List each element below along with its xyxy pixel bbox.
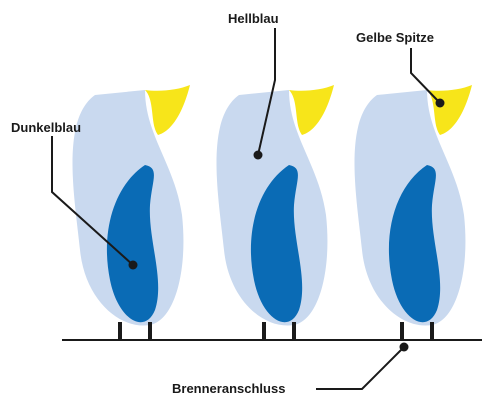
dot-hellblau [254, 151, 263, 160]
leader-brenneranschluss [316, 347, 404, 389]
label-hellblau: Hellblau [228, 11, 279, 26]
flame-middle [217, 85, 335, 340]
label-gelbe-spitze: Gelbe Spitze [356, 30, 434, 45]
flame-left [73, 85, 191, 340]
flame-right [355, 85, 473, 340]
label-brenneranschluss: Brenneranschluss [172, 381, 285, 396]
dot-gelbe-spitze [436, 99, 445, 108]
dot-brenneranschluss [400, 343, 409, 352]
dot-dunkelblau [129, 261, 138, 270]
label-dunkelblau: Dunkelblau [11, 120, 81, 135]
